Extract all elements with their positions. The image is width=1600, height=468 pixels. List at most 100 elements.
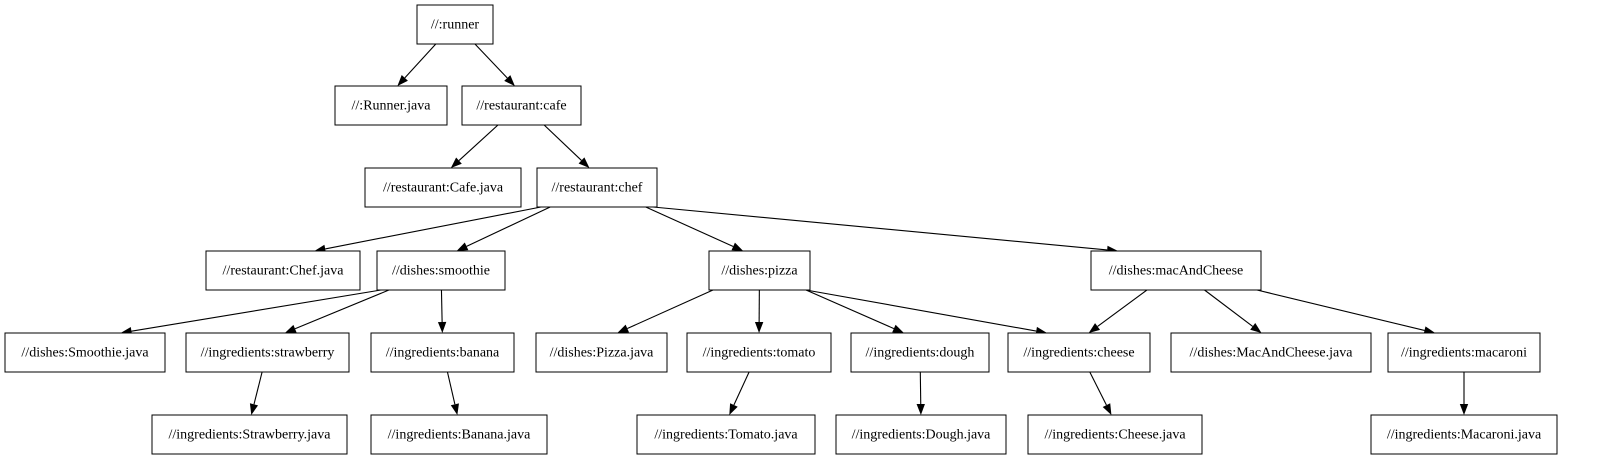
graph-edge [652, 206, 1108, 251]
graph-node-label: //ingredients:strawberry [201, 346, 335, 361]
graph-node-label: //ingredients:macaroni [1401, 346, 1527, 361]
graph-node[interactable]: //ingredients:banana [370, 332, 515, 373]
graph-edge [543, 124, 582, 161]
graph-edge-arrowhead [450, 403, 459, 415]
graph-node-label: //ingredients:banana [386, 346, 500, 361]
graph-edge-arrowhead [1088, 323, 1101, 333]
graph-edge [733, 371, 750, 406]
graph-node-box[interactable] [1170, 332, 1372, 373]
graph-edge-arrowhead [754, 321, 764, 333]
graph-edge-arrowhead [504, 75, 515, 86]
graph-node-label: //ingredients:Macaroni.java [1387, 428, 1542, 443]
graph-node[interactable]: //restaurant:chef [536, 167, 658, 208]
graph-node-box[interactable] [376, 250, 506, 291]
graph-node-box[interactable] [708, 250, 811, 291]
graph-edge [458, 124, 499, 161]
graph-edge [627, 289, 714, 329]
graph-node-box[interactable] [4, 332, 166, 373]
graph-edge-arrowhead [892, 324, 904, 333]
graph-node[interactable]: //ingredients:tomato [686, 332, 832, 373]
graph-node[interactable]: //restaurant:cafe [461, 85, 582, 126]
graph-node[interactable]: //restaurant:Cafe.java [364, 167, 522, 208]
graph-node-box[interactable] [1027, 414, 1203, 455]
graph-node-box[interactable] [185, 332, 350, 373]
graph-node-box[interactable] [205, 250, 361, 291]
graph-edge [466, 206, 551, 247]
graph-node-label: //ingredients:Cheese.java [1044, 428, 1186, 443]
graph-node[interactable]: //ingredients:strawberry [185, 332, 350, 373]
graph-edge-arrowhead [1459, 404, 1469, 415]
graph-edge [1097, 289, 1148, 327]
graph-node[interactable]: //ingredients:Strawberry.java [151, 414, 348, 455]
graph-node[interactable]: //ingredients:macaroni [1387, 332, 1541, 373]
graph-node-box[interactable] [1007, 332, 1151, 373]
graph-node-label: //:runner [431, 18, 480, 33]
graph-node[interactable]: //ingredients:Dough.java [835, 414, 1007, 455]
graph-edge-arrowhead [617, 324, 630, 333]
graph-node-label: //ingredients:cheese [1023, 346, 1134, 361]
graph-node-box[interactable] [334, 85, 448, 126]
graph-node-box[interactable] [1387, 332, 1541, 373]
graph-node-label: //dishes:Smoothie.java [21, 346, 149, 361]
graph-node-box[interactable] [636, 414, 816, 455]
graph-node[interactable]: //dishes:pizza [708, 250, 811, 291]
graph-node-box[interactable] [370, 414, 548, 455]
graph-edge-arrowhead [437, 321, 447, 333]
graph-node[interactable]: //ingredients:Macaroni.java [1370, 414, 1558, 455]
graph-node[interactable]: //ingredients:Banana.java [370, 414, 548, 455]
graph-edge [325, 206, 542, 250]
graph-node-box[interactable] [536, 167, 658, 208]
graph-edge [474, 43, 508, 79]
graph-node-label: //:Runner.java [352, 99, 432, 114]
graph-node[interactable]: //dishes:Pizza.java [535, 332, 668, 373]
graph-node[interactable]: //dishes:macAndCheese [1090, 250, 1262, 291]
graph-node[interactable]: //dishes:MacAndCheese.java [1170, 332, 1372, 373]
graph-edge [253, 371, 263, 405]
graph-node-label: //dishes:smoothie [392, 264, 490, 279]
graph-node-box[interactable] [461, 85, 582, 126]
graph-node-label: //restaurant:chef [552, 181, 643, 196]
graph-edge-arrowhead [1250, 323, 1262, 333]
graph-node-box[interactable] [850, 332, 990, 373]
graph-edge-arrowhead [1102, 403, 1112, 415]
graph-node-label: //ingredients:Tomato.java [654, 428, 798, 443]
graph-edge [440, 289, 443, 323]
graph-node[interactable]: //:Runner.java [334, 85, 448, 126]
graph-node-label: //ingredients:Dough.java [852, 428, 992, 443]
graph-node-box[interactable] [1090, 250, 1262, 291]
graph-node-label: //ingredients:tomato [703, 346, 816, 361]
graph-edge-arrowhead [578, 157, 590, 168]
graph-node-box[interactable] [416, 4, 494, 45]
graph-edge [131, 289, 382, 332]
graph-edge [1204, 289, 1254, 327]
graph-node[interactable]: //:runner [416, 4, 494, 45]
graph-edge-arrowhead [456, 242, 469, 251]
graph-node-label: //restaurant:Cafe.java [383, 181, 504, 196]
graph-node[interactable]: //dishes:Smoothie.java [4, 332, 166, 373]
graph-edge [294, 289, 390, 330]
graph-node-label: //restaurant:cafe [476, 99, 566, 114]
graph-node-box[interactable] [364, 167, 522, 208]
graph-node[interactable]: //restaurant:Chef.java [205, 250, 361, 291]
graph-node-box[interactable] [1370, 414, 1558, 455]
graph-edge-arrowhead [450, 157, 462, 168]
graph-node[interactable]: //dishes:smoothie [376, 250, 506, 291]
graph-node-box[interactable] [370, 332, 515, 373]
graph-edge [805, 289, 1037, 332]
graph-node-label: //dishes:pizza [721, 264, 798, 279]
graph-node-label: //ingredients:Strawberry.java [169, 428, 332, 443]
graph-node[interactable]: //ingredients:Cheese.java [1027, 414, 1203, 455]
graph-node[interactable]: //ingredients:dough [850, 332, 990, 373]
graph-edge-arrowhead [284, 324, 297, 333]
graph-node[interactable]: //ingredients:cheese [1007, 332, 1151, 373]
graph-node-box[interactable] [151, 414, 348, 455]
graph-node-box[interactable] [535, 332, 668, 373]
graph-node-box[interactable] [686, 332, 832, 373]
graph-node-box[interactable] [835, 414, 1007, 455]
graph-node-label: //ingredients:Banana.java [388, 428, 531, 443]
edge-layer [120, 43, 1469, 415]
graph-node[interactable]: //ingredients:Tomato.java [636, 414, 816, 455]
graph-edge [805, 289, 895, 330]
